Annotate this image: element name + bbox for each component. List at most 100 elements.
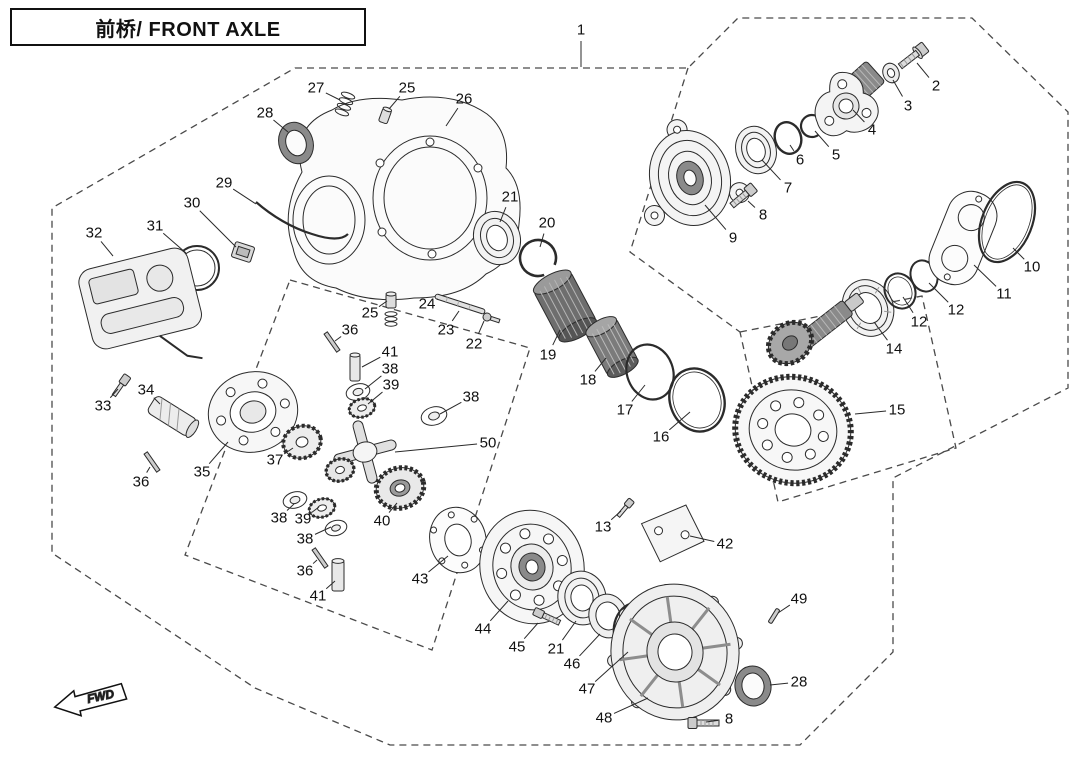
part-label-25: 25 [399,80,416,97]
bolt-45-drawing [532,607,562,626]
bolt-8a-drawing [729,182,758,209]
assembly-boundary [51,17,1069,746]
part-label-38: 38 [297,531,314,548]
leader-line-38 [439,401,462,415]
leader-line-5 [814,130,830,148]
part-label-21: 21 [502,189,519,206]
leader-line-21 [561,620,577,641]
cover-48-drawing [607,583,743,721]
axle-stub-34-drawing [147,396,200,438]
leader-line-30 [199,210,237,248]
leader-line-14 [873,321,888,341]
leader-line-38 [286,503,295,511]
leader-line-20 [539,233,545,248]
leader-line-25 [378,300,388,308]
part-label-27: 27 [308,80,325,97]
leader-line-15 [854,410,887,415]
gearbox-housing-26-drawing [287,96,521,301]
leader-line-21 [499,207,507,223]
leader-line-12 [902,296,914,314]
part-label-12: 12 [948,302,965,319]
part-number-labels: 1234567891011121214151617181920212223242… [86,22,1041,728]
part-label-22: 22 [466,336,483,353]
leader-line-48 [613,697,649,714]
leader-line-41 [361,356,381,368]
leader-line-2 [916,62,930,78]
ring-6-drawing [773,121,803,155]
part-label-17: 17 [617,402,634,419]
leader-line-43 [428,555,449,573]
part-label-38: 38 [463,389,480,406]
part-label-41: 41 [310,588,327,605]
part-label-6: 6 [796,152,804,169]
part-label-28: 28 [791,674,808,691]
ring-gear-15-drawing [732,373,854,487]
leader-line-10 [1012,247,1025,260]
bracket-42-drawing [640,504,705,563]
leader-line-27 [325,92,341,101]
leader-line-22 [477,320,485,335]
leader-line-28 [273,119,289,133]
leader-line-37 [283,447,294,455]
part-label-47: 47 [579,681,596,698]
leader-line-49 [777,604,791,614]
leader-line-11 [973,264,997,287]
leader-line-29 [232,188,257,205]
part-label-7: 7 [784,180,792,197]
differential-subassembly-boundary [184,279,531,651]
part-label-2: 2 [932,78,940,95]
bolt-2-drawing [897,41,930,70]
part-label-13: 13 [595,519,612,536]
leader-line-41 [325,580,336,590]
o-ring-16-drawing [668,367,726,433]
part-label-23: 23 [438,322,455,339]
leader-line-32 [100,241,114,257]
leader-line-33 [109,388,119,399]
bearing-7-drawing [735,125,777,175]
screw-22-drawing [482,312,501,324]
part-label-38: 38 [271,510,288,527]
part-label-12: 12 [911,314,928,331]
actuator-32-drawing [78,247,203,360]
leader-line-16 [669,411,691,431]
part-label-11: 11 [996,286,1012,303]
part-label-19: 19 [540,347,557,364]
part-label-9: 9 [729,230,737,247]
part-label-39: 39 [295,511,312,528]
part-label-3: 3 [904,98,912,115]
leader-line-36 [334,336,342,342]
leader-line-36 [312,559,318,564]
bearing-21a-drawing [472,210,522,266]
leader-line-39 [367,391,383,405]
part-label-21: 21 [548,641,565,658]
part-label-14: 14 [886,341,903,358]
leader-line-42 [689,535,715,543]
leader-line-8 [705,719,719,723]
part-label-45: 45 [509,639,526,656]
hub-carrier-9-drawing [643,119,750,227]
leader-line-8 [747,200,756,208]
leader-line-38 [314,526,332,535]
part-label-34: 34 [138,382,155,399]
leader-line-25 [388,96,401,110]
part-label-40: 40 [374,513,391,530]
part-label-28: 28 [257,105,274,122]
differential-gearset-drawing [281,331,448,592]
leader-line-3 [892,79,903,97]
part-label-36: 36 [342,322,359,339]
part-label-39: 39 [383,377,400,394]
part-label-49: 49 [791,591,808,608]
part-label-15: 15 [889,402,906,419]
pin-49-drawing [768,608,780,624]
o-ring-10-drawing [977,180,1037,264]
leader-line-44 [489,600,509,622]
part-label-50: 50 [480,435,497,452]
oil-seal-28b-drawing [734,665,772,707]
part-label-4: 4 [868,122,876,139]
leader-line-31 [162,232,187,254]
part-label-37: 37 [267,452,284,469]
part-label-43: 43 [412,571,429,588]
page-title: 前桥/ FRONT AXLE [95,18,281,41]
title-box: 前桥/ FRONT AXLE [10,8,366,46]
part-label-26: 26 [456,91,473,108]
